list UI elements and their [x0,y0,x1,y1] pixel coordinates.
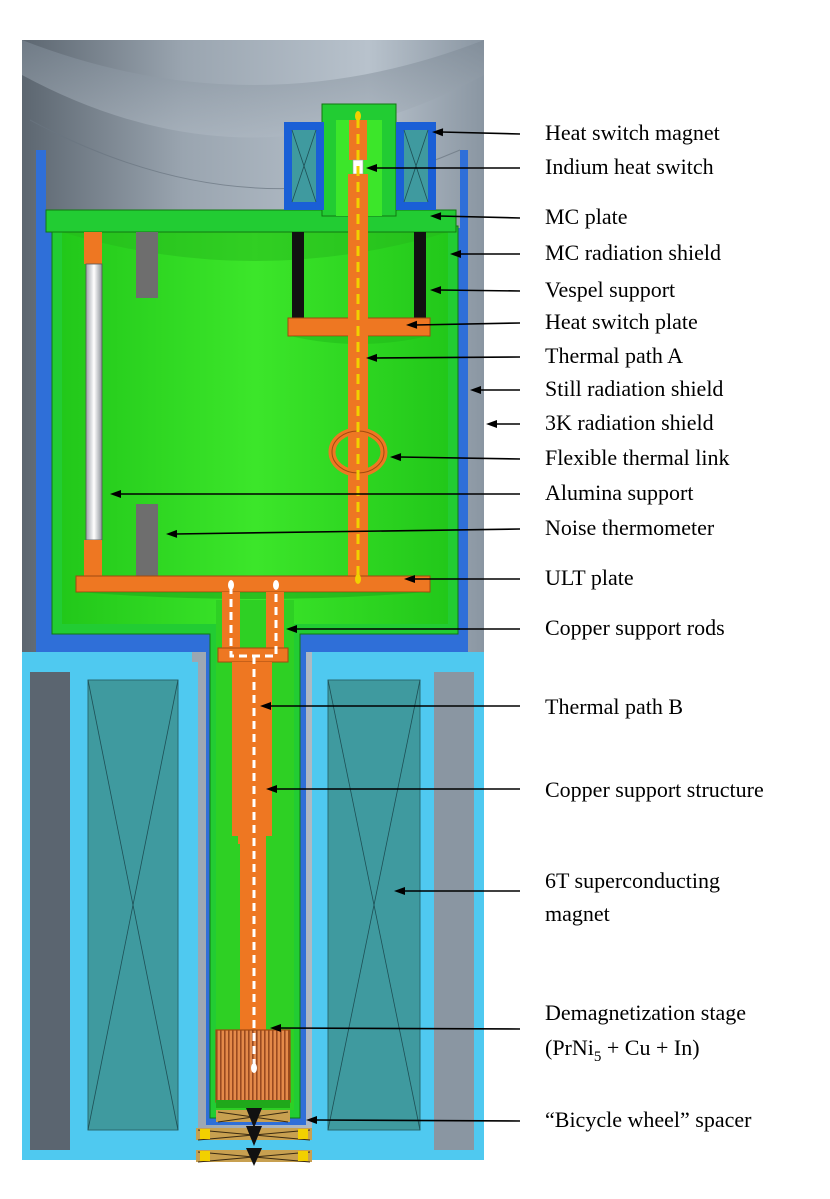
thermal-path-b-line [228,580,279,1073]
label-indium-heat-switch: Indium heat switch [545,154,714,179]
arrowhead-vespel-support [430,286,442,295]
label-alumina-support: Alumina support [545,480,694,505]
bicycle-wheel-spacers [196,1108,312,1166]
label-thermal-path-a: Thermal path A [545,343,683,368]
ult-plate [75,575,431,599]
arrowhead-6t-superconducting-magnet [394,887,405,895]
arrowhead-indium-heat-switch [366,164,377,172]
label-mc-radiation-shield: MC radiation shield [545,240,721,265]
leader-line-flexible-thermal-link [398,456,521,460]
arrowhead-mc-radiation-shield [450,250,461,258]
arrowhead-thermal-path-b [260,702,271,710]
leader-line-heat-switch-magnet [440,131,521,135]
leader-line-noise-thermometer [174,528,521,535]
leader-line-thermal-path-a [374,356,521,359]
arrowhead-thermal-path-a [366,353,378,362]
labels: Heat switch magnet Indium heat switch MC… [545,120,764,1132]
label-bicycle-wheel-spacer: “Bicycle wheel” spacer [545,1107,752,1132]
superconducting-magnet [70,662,434,1144]
label-thermal-path-b: Thermal path B [545,694,683,719]
leader-line-vespel-support [438,289,521,292]
label-vespel-support: Vespel support [545,277,675,302]
arrowhead-flexible-thermal-link [390,453,402,462]
leader-line-mc-plate [438,215,521,219]
label-mc-plate: MC plate [545,204,628,229]
vespel-supports [292,232,426,318]
alumina-support [84,232,103,576]
arrowhead-copper-support-structure [266,785,277,793]
heat-switch-magnet [284,122,436,210]
arrowhead-heat-switch-plate [406,320,418,329]
label-noise-thermometer: Noise thermometer [545,515,715,540]
arrowhead-demagnetization-stage [270,1024,282,1033]
arrowhead-mc-plate [430,212,442,221]
leader-line-demagnetization-stage [278,1027,521,1030]
formula-subscript: 5 [594,1049,602,1065]
leader-line-bicycle-wheel-spacer [314,1119,521,1122]
label-3k-radiation-shield: 3K radiation shield [545,410,714,435]
arrowhead-alumina-support [110,490,121,498]
label-copper-support-structure: Copper support structure [545,777,764,802]
label-ult-plate: ULT plate [545,565,634,590]
leader-line-heat-switch-plate [414,322,521,326]
arrowhead-bicycle-wheel-spacer [306,1116,318,1125]
label-copper-support-rods: Copper support rods [545,615,725,640]
label-demagnetization-stage-line2: (PrNi5 + Cu + In) [545,1035,700,1065]
label-flexible-thermal-link: Flexible thermal link [545,445,730,470]
arrowhead-still-radiation-shield [470,386,481,394]
label-heat-switch-magnet: Heat switch magnet [545,120,720,145]
copper-support-structure [232,662,272,1030]
label-6t-superconducting-magnet-line2: magnet [545,901,610,926]
label-demagnetization-stage: Demagnetization stage [545,1000,746,1025]
leader-lines [110,128,521,1125]
arrowhead-3k-radiation-shield [486,420,497,428]
arrowhead-noise-thermometer [166,529,178,538]
label-6t-superconducting-magnet: 6T superconducting [545,868,720,893]
formula-part-2: + Cu + In) [601,1035,699,1060]
arrowhead-heat-switch-magnet [432,128,444,137]
label-heat-switch-plate: Heat switch plate [545,309,698,334]
formula-part-1: (PrNi [545,1035,594,1060]
thermal-path-a-line [355,111,361,584]
arrowhead-ult-plate [404,575,415,583]
arrowhead-copper-support-rods [286,625,297,633]
label-still-radiation-shield: Still radiation shield [545,376,723,401]
noise-thermometer [136,232,158,576]
